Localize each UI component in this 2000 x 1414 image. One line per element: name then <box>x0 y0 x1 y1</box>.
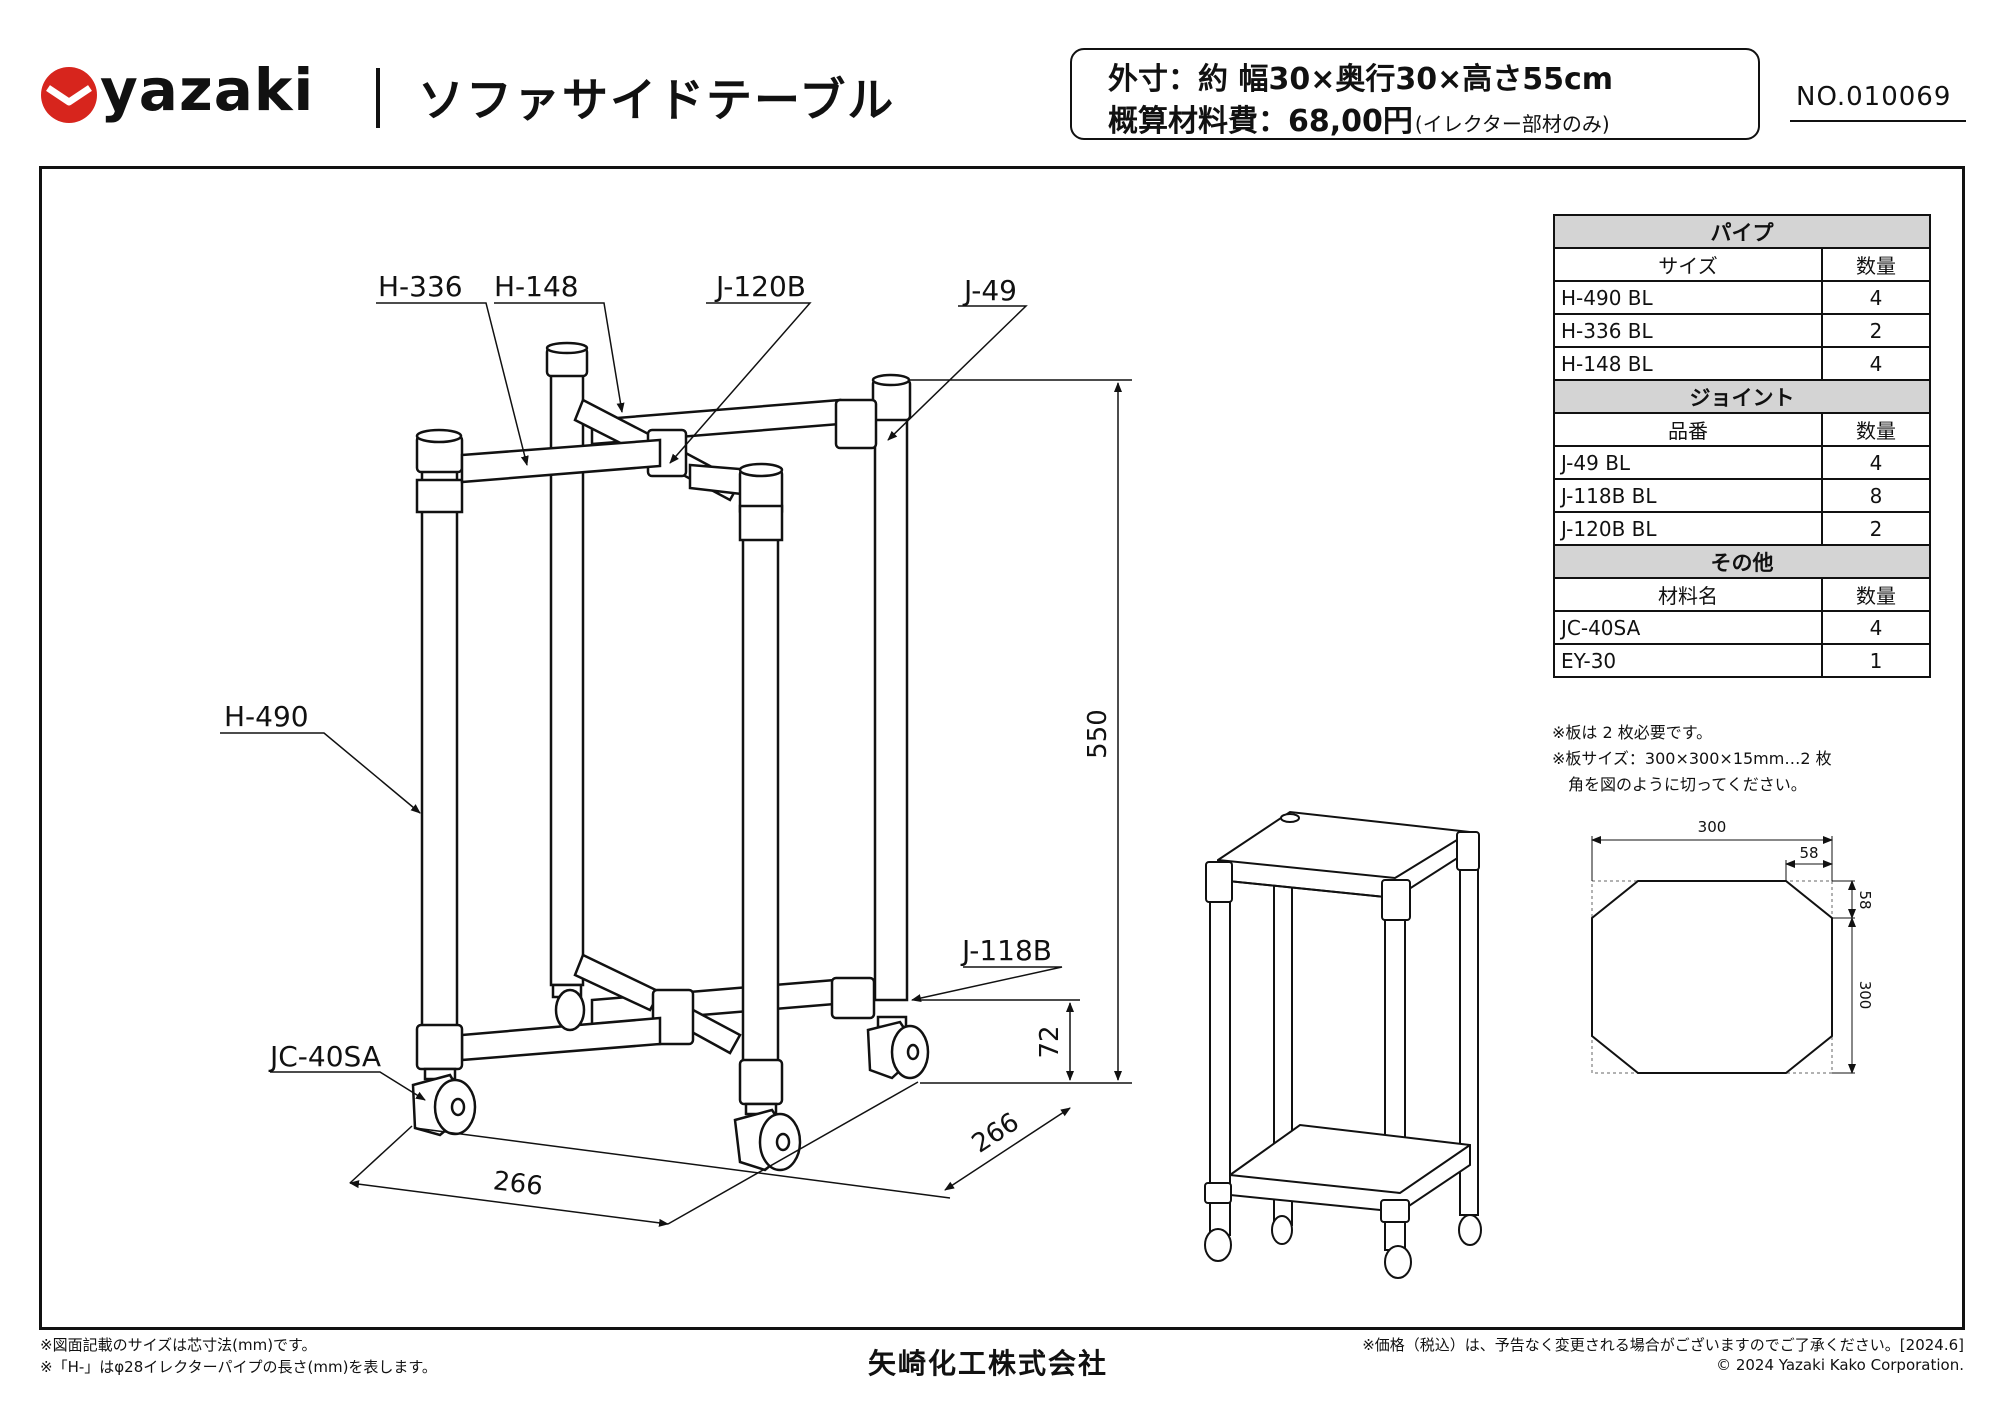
board-notes: ※板は 2 枚必要です。 ※板サイズ：300×300×15mm…2 枚 角を図の… <box>1552 723 1832 794</box>
label-jc40sa: JC-40SA <box>268 1040 381 1073</box>
section-other: その他 <box>1553 544 1931 579</box>
col-qty: 数量 <box>1821 247 1931 282</box>
header-divider <box>376 68 380 128</box>
table-section-header: パイプ <box>1553 214 1931 249</box>
board-corner-h-label: 58 <box>1799 844 1818 862</box>
doc-number-underline <box>1790 120 1966 122</box>
footer-company: 矢崎化工株式会社 <box>868 1347 1109 1380</box>
section-joint: ジョイント <box>1553 379 1931 414</box>
label-j120b: J-120B <box>714 270 806 303</box>
footer-note-pipe: ※「H-」はφ28イレクターパイプの長さ(mm)を表します。 <box>40 1358 437 1376</box>
board-corner-v-label: 58 <box>1856 890 1874 909</box>
dim-caster-height: 72 <box>1035 1025 1065 1058</box>
caster-front-left <box>411 1067 477 1137</box>
doc-number: NO.010069 <box>1796 82 1952 112</box>
post-front-right <box>738 462 784 1072</box>
col-material: 材料名 <box>1553 577 1823 612</box>
col-part-number: 品番 <box>1553 412 1823 447</box>
footer-note-dimensions: ※図面記載のサイズは芯寸法(mm)です。 <box>40 1336 317 1354</box>
col-size: サイズ <box>1553 247 1823 282</box>
logo-wordmark: yazaki <box>100 56 315 124</box>
finished-table-view <box>1204 810 1482 1279</box>
label-h490: H-490 <box>224 700 309 733</box>
label-j118b: J-118B <box>960 934 1052 967</box>
dim-height: 550 <box>1083 709 1113 759</box>
table-column-header: 品番 数量 <box>1553 412 1931 447</box>
col-qty: 数量 <box>1821 412 1931 447</box>
footer-price-note: ※価格（税込）は、予告なく変更される場合がございますのでご了承ください。[202… <box>1362 1336 1964 1354</box>
spec-box <box>1070 48 1760 140</box>
caster-back-left <box>551 983 586 1032</box>
page-title: ソファサイドテーブル <box>418 73 896 127</box>
col-qty: 数量 <box>1821 577 1931 612</box>
table-column-header: 材料名 数量 <box>1553 577 1931 612</box>
spec-dimensions: 外寸：約 幅30×奥行30×高さ55cm <box>1108 62 1614 97</box>
table-column-header: サイズ 数量 <box>1553 247 1931 282</box>
spec-cost: 概算材料費：68,00円 <box>1108 104 1413 139</box>
label-j49: J-49 <box>962 274 1017 307</box>
board-cut-diagram: 300 58 58 300 <box>1591 818 1874 1074</box>
drawing-frame <box>39 166 1965 1330</box>
board-width-label: 300 <box>1698 818 1727 836</box>
footer-copyright: © 2024 Yazaki Kako Corporation. <box>1716 1356 1964 1374</box>
section-pipe: パイプ <box>1553 214 1931 249</box>
label-h336: H-336 <box>378 270 463 303</box>
table-section-header: その他 <box>1553 544 1931 579</box>
spec-cost-note: (イレクター部材のみ) <box>1414 112 1610 136</box>
spec-cost-row: 概算材料費：68,00円(イレクター部材のみ) <box>1108 96 1610 140</box>
post-back-right <box>871 373 912 1002</box>
caster-back-right <box>866 1015 930 1080</box>
post-front-left <box>415 428 464 1032</box>
dim-width: 266 <box>492 1166 545 1202</box>
label-h148: H-148 <box>494 270 579 303</box>
board-height-label: 300 <box>1856 981 1874 1010</box>
dim-depth: 266 <box>967 1107 1025 1159</box>
caster-front-right <box>733 1102 802 1172</box>
table-section-header: ジョイント <box>1553 379 1931 414</box>
post-back-left <box>545 341 589 987</box>
yazaki-logo-icon <box>41 67 97 123</box>
